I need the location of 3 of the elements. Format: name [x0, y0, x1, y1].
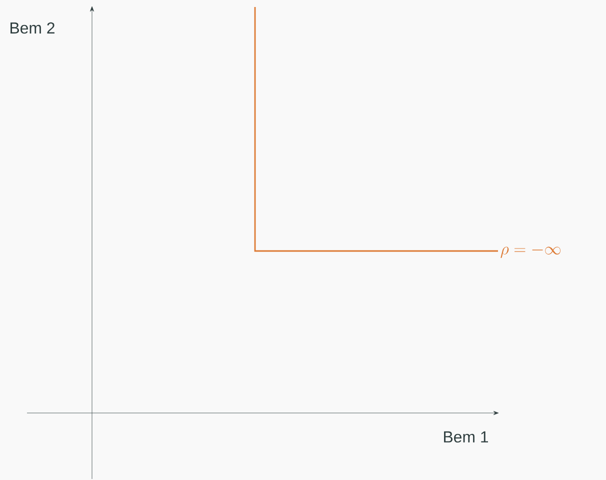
- axis-label: Bem 2: [10, 22, 54, 34]
- axis-label: Bem 1: [444, 431, 488, 443]
- curve-label: $\rho = -\infty$: [500, 246, 560, 258]
